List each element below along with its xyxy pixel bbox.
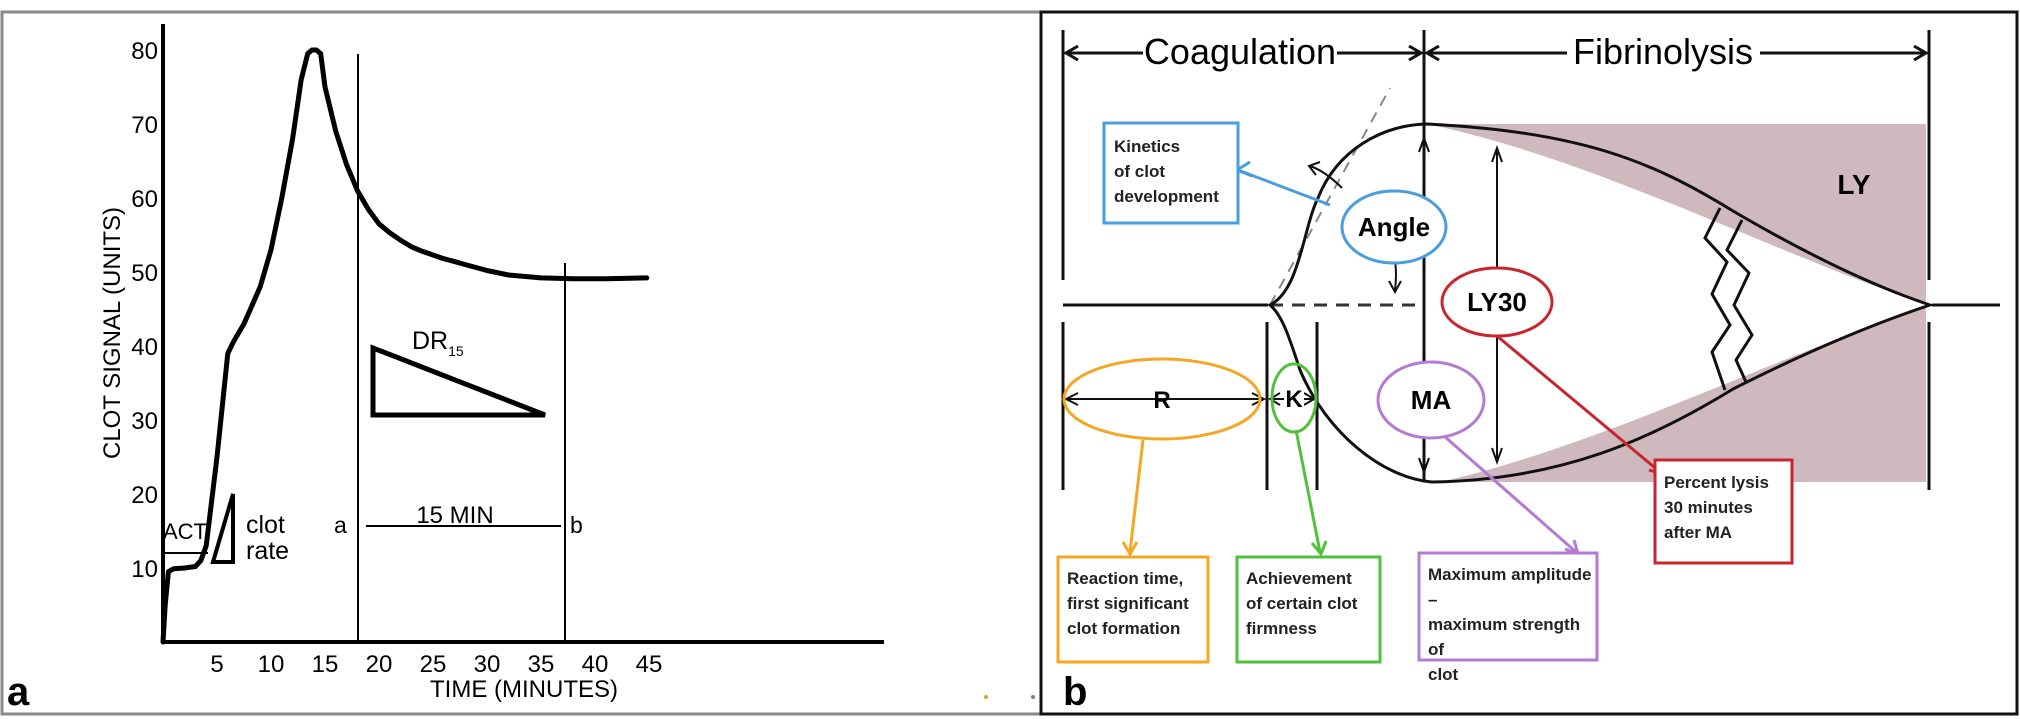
ly30-arrowhead-top	[1491, 145, 1503, 163]
ma-label: MA	[1411, 385, 1452, 415]
panel-a: 10 20 30 40 50 60 70 80 5 10 15 20 25 30 35 40 45 CLOT …	[0, 10, 1052, 716]
maximum-amplitude-box	[1417, 551, 1599, 662]
panel-a-frame	[0, 10, 1052, 716]
point-a-label: a	[334, 512, 347, 538]
coagulation-label: Coagulation	[1144, 31, 1336, 72]
ly30-label: LY30	[1467, 287, 1527, 317]
x-tick-label: 5	[210, 651, 223, 678]
connector-reaction	[1128, 439, 1145, 553]
dr15-label: DR15	[412, 327, 464, 359]
y-tick-label: 50	[131, 260, 158, 287]
x-axis-label: TIME (MINUTES)	[430, 676, 618, 703]
y-tick-label: 10	[131, 556, 158, 583]
k-arrowhead-right	[1303, 392, 1316, 406]
act-label: ACT	[163, 519, 207, 544]
fibrinolysis-label: Fibrinolysis	[1573, 31, 1753, 72]
r-arrowhead-left	[1063, 392, 1079, 406]
clot-signal-curve	[160, 47, 650, 645]
ly-label: LY	[1837, 169, 1871, 200]
ma-arrowhead-top	[1418, 135, 1430, 153]
reaction-time-text: Reaction time, first significant clot fo…	[1067, 569, 1189, 638]
y-tick-label: 60	[131, 186, 158, 213]
panel-a-letter: a	[7, 670, 30, 714]
panel-b: Coagulation Fibrinolysis	[1039, 10, 2019, 716]
connector-reaction-arrowhead	[1121, 541, 1139, 557]
connector-achievement	[1294, 429, 1322, 553]
angle-indicator-arrowhead-down	[1388, 280, 1402, 295]
coag-arrowhead-right	[1408, 44, 1424, 62]
percent-lysis-text: Percent lysis 30 minutes after MA	[1664, 473, 1769, 542]
ly-shaded-region	[1427, 124, 1930, 482]
clot-rate-label: clot rate	[246, 511, 292, 565]
coag-arrowhead-left	[1063, 44, 1079, 62]
ma-arrowhead-bottom	[1418, 457, 1430, 475]
ly30-arrowhead-bottom	[1491, 447, 1503, 465]
interval-label: 15 MIN	[416, 502, 493, 529]
y-tick-label: 80	[131, 38, 158, 65]
connector-percent-lysis	[1496, 334, 1661, 474]
break-mark-right	[1725, 219, 1754, 383]
reaction-time-box	[1056, 555, 1210, 664]
ly30-ellipse	[1440, 266, 1554, 338]
clot-rate-triangle	[210, 493, 235, 564]
angle-tangent-line	[1269, 87, 1391, 306]
panel-b-letter: b	[1063, 670, 1087, 714]
achievement-text: Achievement of certain clot firmness	[1246, 569, 1358, 638]
fib-arrowhead-left	[1424, 44, 1440, 62]
y-tick-label: 30	[131, 408, 158, 435]
y-tick-labels: 10 20 30 40 50 60 70 80	[131, 38, 158, 583]
y-tick-label: 70	[131, 112, 158, 139]
teg-envelope	[1267, 122, 1935, 484]
connector-maximum	[1443, 434, 1577, 554]
maximum-amplitude-text: Maximum amplitude – maximum strength of …	[1428, 565, 1592, 684]
clot-rate-line-2: rate	[246, 537, 289, 565]
point-b-label: b	[570, 512, 583, 538]
angle-indicator-arrow-up	[1309, 165, 1343, 189]
stray-dot	[984, 695, 988, 699]
achievement-box	[1235, 555, 1382, 664]
k-label-backing	[1284, 386, 1304, 410]
fib-arrowhead-right	[1913, 44, 1929, 62]
k-arrowhead-left	[1268, 392, 1281, 406]
k-ellipse	[1270, 362, 1318, 434]
x-tick-labels: 5 10 15 20 25 30 35 40 45	[210, 651, 662, 678]
break-mark-left	[1703, 207, 1732, 391]
dr15-triangle	[370, 344, 546, 418]
x-tick-label: 30	[474, 651, 501, 678]
x-tick-label: 15	[312, 651, 339, 678]
x-tick-label: 35	[528, 651, 555, 678]
y-tick-label: 40	[131, 334, 158, 361]
k-label: K	[1285, 386, 1303, 413]
x-tick-label: 20	[366, 651, 393, 678]
connector-kinetics	[1237, 168, 1331, 207]
y-tick-label: 20	[131, 482, 158, 509]
connector-achievement-arrowhead	[1310, 540, 1328, 557]
x-tick-label: 45	[636, 651, 663, 678]
x-tick-label: 10	[258, 651, 285, 678]
r-arrowhead-right	[1251, 392, 1267, 406]
y-axis-label: CLOT SIGNAL (UNITS)	[99, 207, 126, 459]
kinetics-text: Kinetics of clot development	[1114, 137, 1219, 206]
r-ellipse	[1062, 357, 1262, 441]
stray-dot	[1031, 695, 1035, 699]
ma-ellipse	[1376, 360, 1486, 440]
dr-subscript: 15	[448, 343, 464, 359]
angle-label: Angle	[1358, 212, 1430, 242]
percent-lysis-box	[1653, 458, 1794, 565]
clot-rate-line-1: clot	[246, 511, 285, 539]
x-tick-label: 25	[420, 651, 447, 678]
r-label: R	[1153, 387, 1170, 414]
x-tick-label: 40	[582, 651, 609, 678]
angle-indicator-arrowhead-up	[1307, 161, 1321, 176]
dr-label: DR	[412, 327, 448, 355]
angle-ellipse	[1340, 189, 1448, 265]
kinetics-box	[1102, 121, 1240, 225]
